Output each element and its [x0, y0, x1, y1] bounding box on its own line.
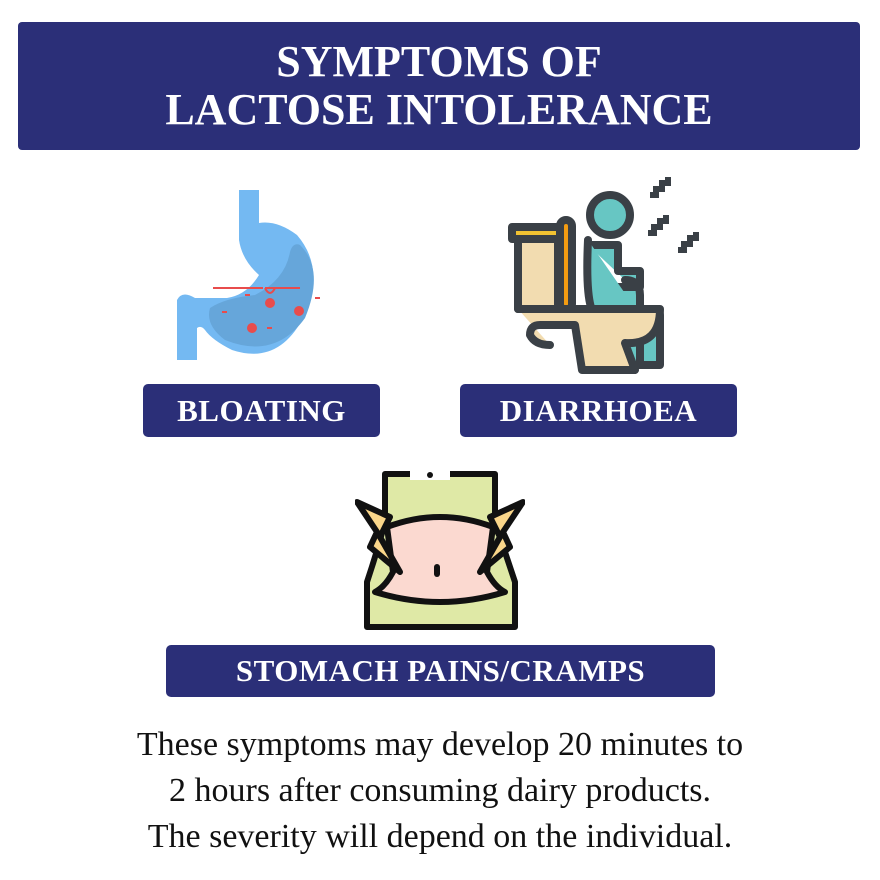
- footer-line-2: 2 hours after consuming dairy products.: [169, 772, 711, 809]
- toilet-icon: [508, 177, 699, 374]
- symptom-label-diarrhoea: DIARRHOEA: [460, 384, 737, 437]
- title-line-2: LACTOSE INTOLERANCE: [165, 85, 713, 134]
- symptom-label-stomach-pains: STOMACH PAINS/CRAMPS: [166, 645, 715, 697]
- stomach-icon: [177, 190, 320, 360]
- abdominal-pain-icon: [355, 468, 525, 630]
- symptom-label-bloating: BLOATING: [143, 384, 380, 437]
- footer-line-1: These symptoms may develop 20 minutes to: [136, 726, 744, 763]
- footer-line-3: The severity will depend on the individu…: [147, 818, 733, 855]
- title-banner: SYMPTOMS OF LACTOSE INTOLERANCE: [18, 22, 860, 150]
- footer-text: These symptoms may develop 20 minutes to…: [0, 722, 880, 860]
- title-line-1: SYMPTOMS OF: [276, 37, 602, 86]
